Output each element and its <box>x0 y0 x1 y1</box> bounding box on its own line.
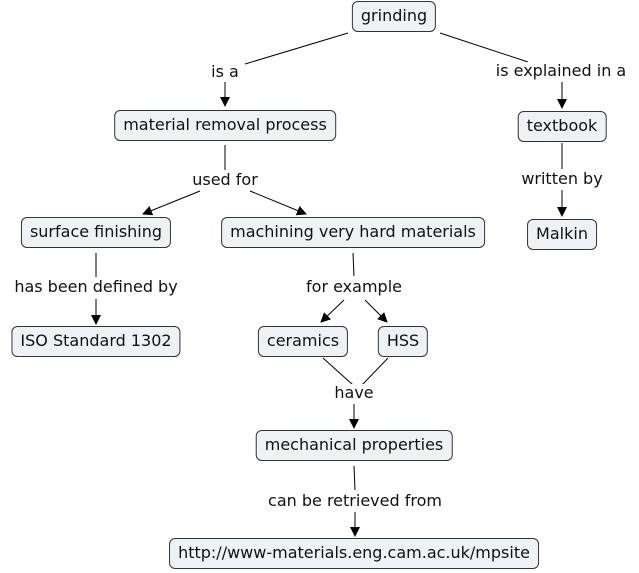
link-label-written-by: written by <box>519 169 605 188</box>
node-grinding[interactable]: grinding <box>351 1 437 32</box>
connector-machining-for-example <box>352 252 355 277</box>
arrow-for-example-hss <box>364 299 388 323</box>
node-iso-standard-1302[interactable]: ISO Standard 1302 <box>11 326 181 357</box>
node-ceramics[interactable]: ceramics <box>257 326 349 357</box>
connector-hss-have <box>361 357 389 386</box>
node-url[interactable]: http://www-materials.eng.cam.ac.uk/mpsit… <box>169 538 539 569</box>
link-label-have: have <box>332 383 376 402</box>
node-hss[interactable]: HSS <box>377 326 429 357</box>
node-surface-finishing[interactable]: surface finishing <box>20 217 172 248</box>
node-machining-very-hard-materials[interactable]: machining very hard materials <box>221 217 485 248</box>
connector-grinding-is-a <box>244 32 349 65</box>
link-label-has-been-defined-by: has been defined by <box>12 277 180 296</box>
link-label-for-example: for example <box>304 277 404 296</box>
connector-grinding-explained <box>439 32 529 63</box>
arrow-used-for-surface <box>142 190 201 216</box>
node-mechanical-properties[interactable]: mechanical properties <box>255 430 453 461</box>
node-malkin[interactable]: Malkin <box>527 219 597 250</box>
link-label-is-a: is a <box>209 62 241 81</box>
arrow-used-for-machining <box>249 190 307 216</box>
node-material-removal-process[interactable]: material removal process <box>114 110 336 141</box>
connector-ceramics-have <box>322 357 354 386</box>
link-label-can-be-retrieved-from: can be retrieved from <box>266 491 444 510</box>
link-label-is-explained-in-a: is explained in a <box>493 61 629 80</box>
arrow-for-example-ceramics <box>320 299 345 323</box>
node-textbook[interactable]: textbook <box>517 111 607 142</box>
connector-mechanical-retrieved <box>353 465 356 491</box>
link-label-used-for: used for <box>190 170 260 189</box>
